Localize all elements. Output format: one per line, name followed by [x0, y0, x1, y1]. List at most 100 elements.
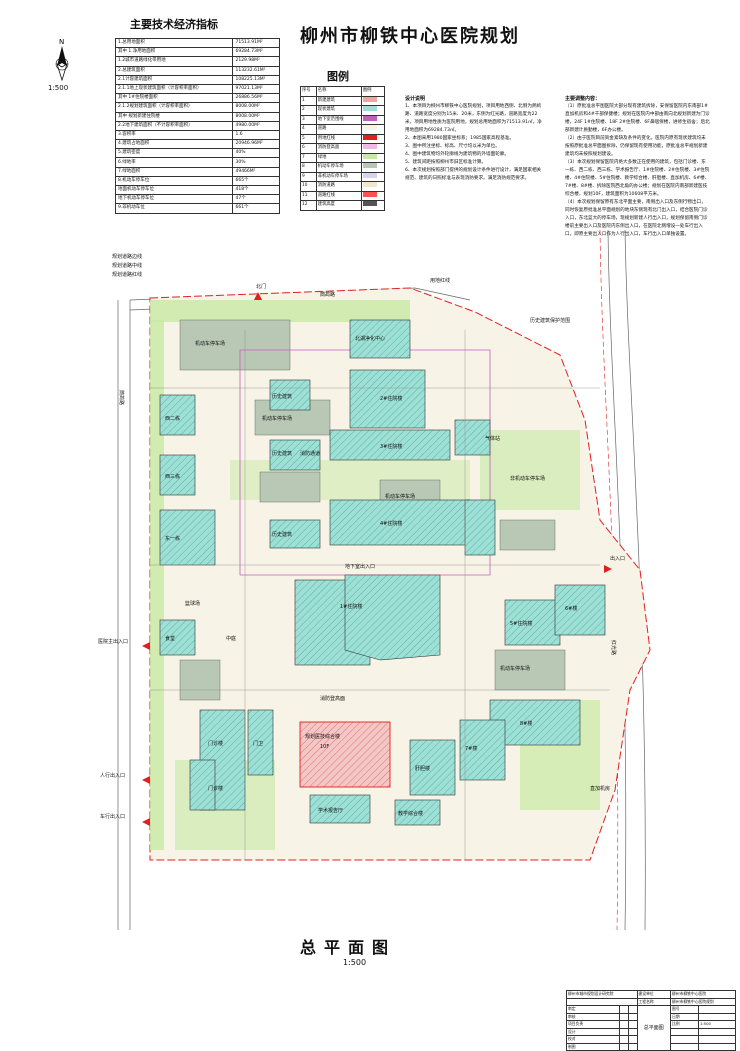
bldg-7-label: 7#楼: [465, 745, 477, 752]
pedestrian-entrance-label: 人行出入口: [100, 772, 125, 779]
title-block-row: 项目负责: [565, 1020, 621, 1029]
west2-label: 西二栋: [165, 415, 180, 422]
adjustment-line: （3）本次规划保留医院内绝大多数正在使用的建筑，包括门诊楼、东一栋、西二栋、西三…: [565, 160, 710, 197]
indicator-value: 661个: [232, 203, 280, 214]
road-east-label: 红光路: [610, 640, 617, 655]
center-garden-label: 中庭: [226, 635, 236, 642]
indicator-value: 665个: [232, 175, 280, 187]
indicators-title: 主要技术经济指标: [130, 18, 218, 31]
north-arrow-icon: N: [42, 36, 82, 86]
indicator-name: 6.绿地率: [114, 157, 234, 168]
title-block-drawing-label: 工程名称: [636, 997, 671, 1006]
adjustment-line: （2）由于医院目前资金紧缺及条件的变化，医院内原有现状建筑均未按照原批准总平面图…: [565, 136, 708, 157]
indicator-name: 4.建筑占地面积: [114, 139, 234, 150]
legend-swatch: [362, 125, 377, 131]
indicator-name: 5.建筑密度: [114, 148, 234, 159]
title-block-org: 柳州市城市规划设计研究院: [566, 990, 638, 999]
legend-symbol: [360, 200, 386, 211]
plan-road-edge-label: 规划道路边线: [112, 253, 142, 260]
page-title: 柳州市柳铁中心医院规划: [300, 26, 520, 47]
outpatient-label: 门诊楼: [208, 740, 223, 747]
gas-station-label: 气体站: [485, 435, 500, 442]
court-label: 篮球场: [185, 600, 200, 607]
parking-3-label: 机动车停车场: [385, 493, 415, 500]
ward-1-label: 1#住院楼: [340, 603, 362, 610]
legend-swatch: [362, 163, 377, 169]
title-block-project-label: 建设单位: [636, 990, 671, 999]
nonmotor-label: 非机动车停车场: [510, 475, 545, 482]
design-notes: 设计说明 1、本项目为柳州市柳铁中心医院规划，项目用地西侧、北侧为鹧鸪路、道路宽…: [405, 95, 545, 183]
indicator-name: 1.总用地面积: [114, 37, 234, 49]
title-block-project: 柳州市柳铁中心医院: [669, 990, 737, 999]
bldg-8-label: 8#楼: [520, 720, 532, 727]
ward-2-label: 2#住院楼: [380, 395, 402, 402]
indicator-name: 8.机动车停车位: [114, 175, 234, 187]
canteen-label: 食堂: [165, 635, 175, 642]
fire-road-label: 消防登高面: [320, 695, 345, 702]
design-note-line: 6、本次规划按照部门提供的规划设计条件进行设计，满足国家相关规范、建筑的日照标准…: [405, 168, 542, 181]
title-block-row: 校对: [565, 1035, 621, 1044]
indicator-value: 69284.73M²: [232, 47, 280, 58]
adjustment-notes: 主要调整内容： （1）原批准总平图医院大部分现有建筑拆除，安保留医院内东南部1#…: [565, 95, 710, 239]
legend-title: 图例: [327, 70, 349, 83]
new-building-label: 规划医技综合楼: [305, 733, 340, 740]
indicator-name: 9.非机动车位: [114, 203, 234, 214]
design-notes-heading: 设计说明: [405, 96, 426, 102]
ward-5-label: 5#住院楼: [510, 620, 532, 627]
historic-1-label: 历史建筑: [272, 393, 292, 400]
adjustment-notes-heading: 主要调整内容：: [565, 96, 601, 102]
teaching-label: 教学综合楼: [398, 810, 423, 817]
indicator-value: 4980.00M²: [232, 120, 280, 131]
road-north-label: 鹧鸪路: [320, 291, 335, 298]
legend-swatch: [362, 172, 377, 178]
design-note-line: 2、本图采用1980国家坐标系；1985国家高程基准。: [405, 136, 514, 141]
legend-swatch: [362, 144, 377, 150]
legend-swatch: [362, 191, 377, 197]
plan-road-center-label: 规划道路中线: [112, 262, 142, 269]
indicator-value: 47个: [232, 194, 280, 205]
indicator-row: 2.2地下建筑面积（不计容积率面积）4980.00M²: [114, 120, 280, 131]
parking-2-label: 机动车停车场: [262, 415, 292, 422]
historic-3-label: 历史建筑: [272, 531, 292, 538]
title-block-drawing: 柳州市柳铁中心医院规划: [669, 997, 737, 1006]
north-gate-label: 北门: [256, 283, 266, 290]
indicator-value: 1.6: [232, 129, 280, 141]
new-building-floors: 10F: [320, 744, 329, 750]
adjustment-line: （4）本次规划保留原有东北平面主要，南侧出入口及东侧行物出口，同时恢复原批准总平…: [565, 200, 708, 237]
title-block-sheet: 总平面图: [636, 1005, 671, 1051]
bldg-6-label: 6#楼: [565, 605, 577, 612]
west3-label: 西三栋: [165, 473, 180, 480]
scale-top: 1:500: [48, 84, 69, 92]
liver-label: 肝胆楼: [415, 765, 430, 772]
parking-1-label: 机动车停车场: [195, 340, 225, 347]
site-redline-label: 用地红线: [430, 277, 450, 284]
east-entrance-label: 出入口: [610, 555, 625, 562]
indicator-name: 2.2地下建筑面积（不计容积率面积）: [114, 120, 234, 131]
title-block-row: 制图: [565, 1042, 621, 1051]
plan-road-redline-label: 规划道路红线: [112, 271, 142, 278]
design-note-line: 4、图中建筑物均外轮廓线为建筑物的外墙面轮廓。: [405, 152, 509, 157]
legend-swatch: [362, 106, 377, 112]
new-building: [299, 721, 391, 788]
indicator-value: 49466M²: [232, 166, 280, 177]
indicator-name: 7.绿地面积: [114, 166, 234, 177]
east1-label: 东一栋: [165, 535, 180, 542]
outpatient2-label: 门诊楼: [208, 785, 223, 792]
basement-entrance-label: 地下室出入口: [345, 563, 375, 570]
legend-swatch: [362, 96, 377, 102]
plan-title: 总平面图: [300, 938, 397, 957]
design-note-line: 1、本项目为柳州市柳铁中心医院规划，项目用地西侧、北侧为鹧鸪路、道路宽度分别为1…: [405, 104, 542, 133]
academic-label: 学术报告厅: [318, 807, 343, 814]
